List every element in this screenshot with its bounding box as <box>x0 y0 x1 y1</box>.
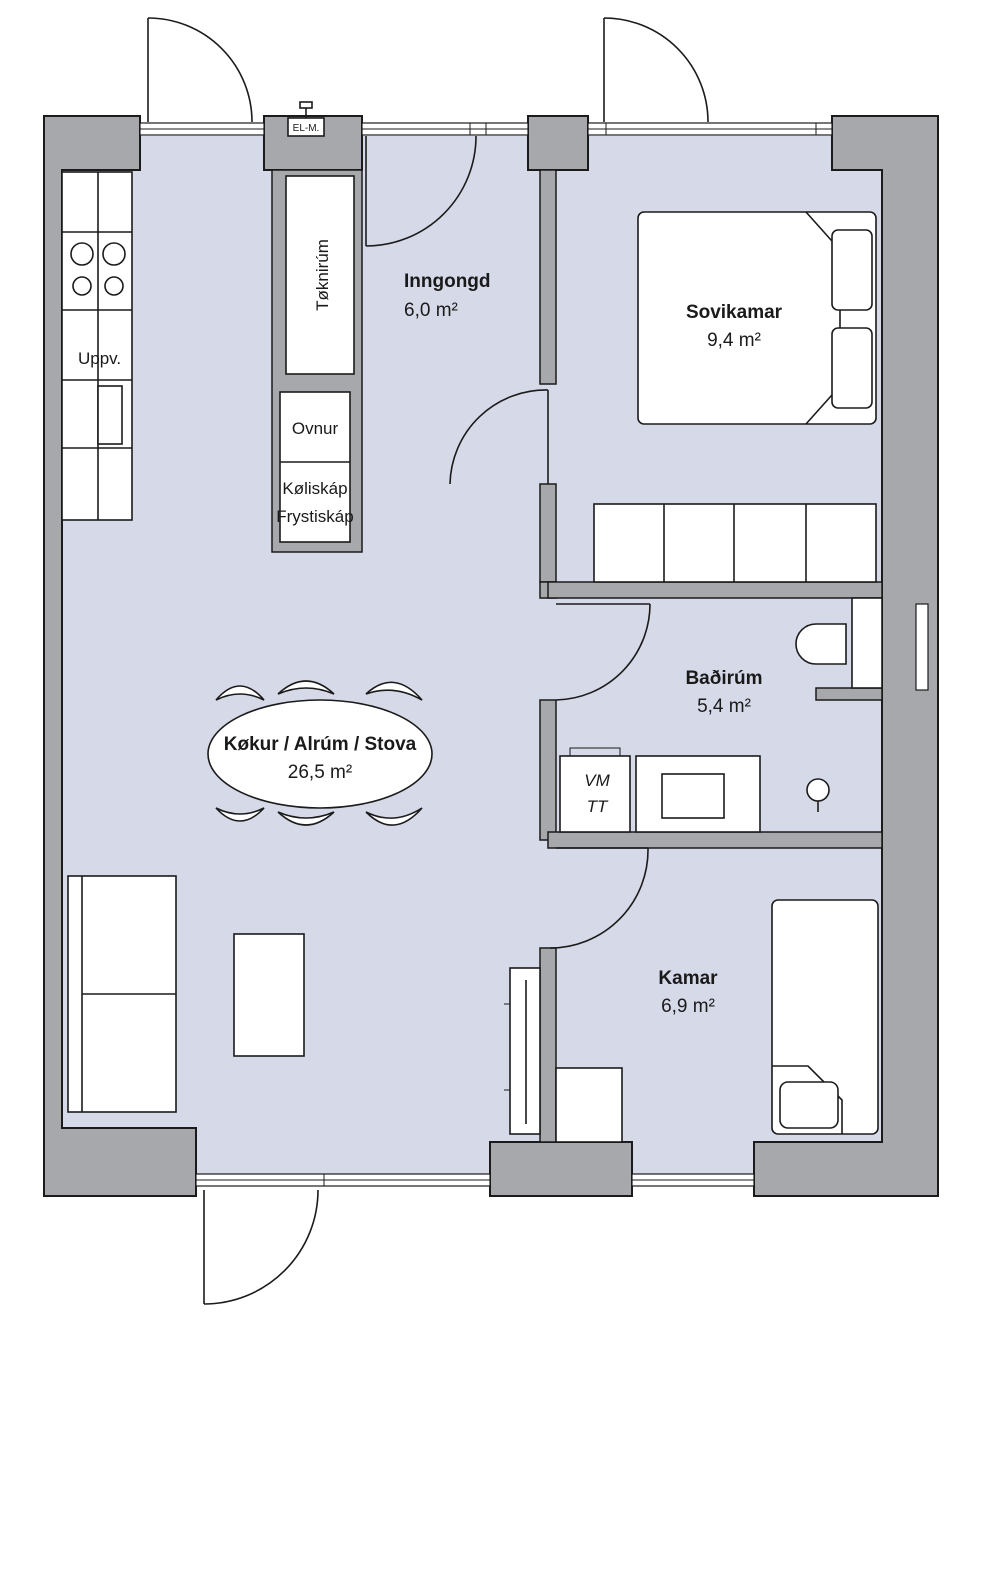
bathroom-name: Baðirúm <box>685 668 762 689</box>
technical-room <box>285 175 355 375</box>
room-name: Kamar <box>658 968 718 989</box>
appliance-column <box>279 391 351 543</box>
coffee-table <box>233 933 305 1057</box>
electric-meter: EL-M. <box>287 101 325 137</box>
room-area: 6,9 m² <box>661 996 715 1017</box>
wardrobe <box>593 503 877 583</box>
kitchen-living-area: 26,5 m² <box>288 762 352 783</box>
tumble-dryer-label: TT <box>587 797 609 816</box>
oven-label: Ovnur <box>292 419 339 438</box>
sofa <box>67 875 177 1113</box>
kitchen-counter <box>61 171 133 521</box>
dishwasher-label: Uppv. <box>78 349 121 368</box>
technical-room-label: Tøknirúm <box>313 239 332 311</box>
single-bed <box>771 899 879 1135</box>
bedroom-area: 9,4 m² <box>707 330 761 351</box>
tv-bench <box>504 967 541 1135</box>
desk <box>555 1067 623 1143</box>
entrance-name: Inngongd <box>404 271 491 292</box>
double-bed <box>637 211 877 425</box>
dining-table <box>207 699 433 809</box>
exterior-doors <box>147 17 709 1305</box>
electric-meter-label: EL-M. <box>293 123 320 134</box>
washing-machine-label: VM <box>584 771 610 790</box>
dining-chairs <box>215 680 423 826</box>
washer-dryer <box>559 747 631 833</box>
stove-burners <box>70 242 126 296</box>
bedroom-name: Sovikamar <box>686 302 783 323</box>
toilet <box>795 597 883 689</box>
bathroom-area: 5,4 m² <box>697 696 751 717</box>
fridge-label: Køliskáp <box>282 479 347 498</box>
freezer-label: Frystiskáp <box>276 507 353 526</box>
exterior-walls <box>43 115 939 1197</box>
bathroom-sink <box>635 755 761 833</box>
floor-drain <box>806 778 830 812</box>
kitchen-living-name: Køkur / Alrúm / Stova <box>224 734 417 755</box>
windows <box>139 122 929 1187</box>
interior-doors <box>365 135 651 949</box>
entrance-area: 6,0 m² <box>404 300 458 321</box>
